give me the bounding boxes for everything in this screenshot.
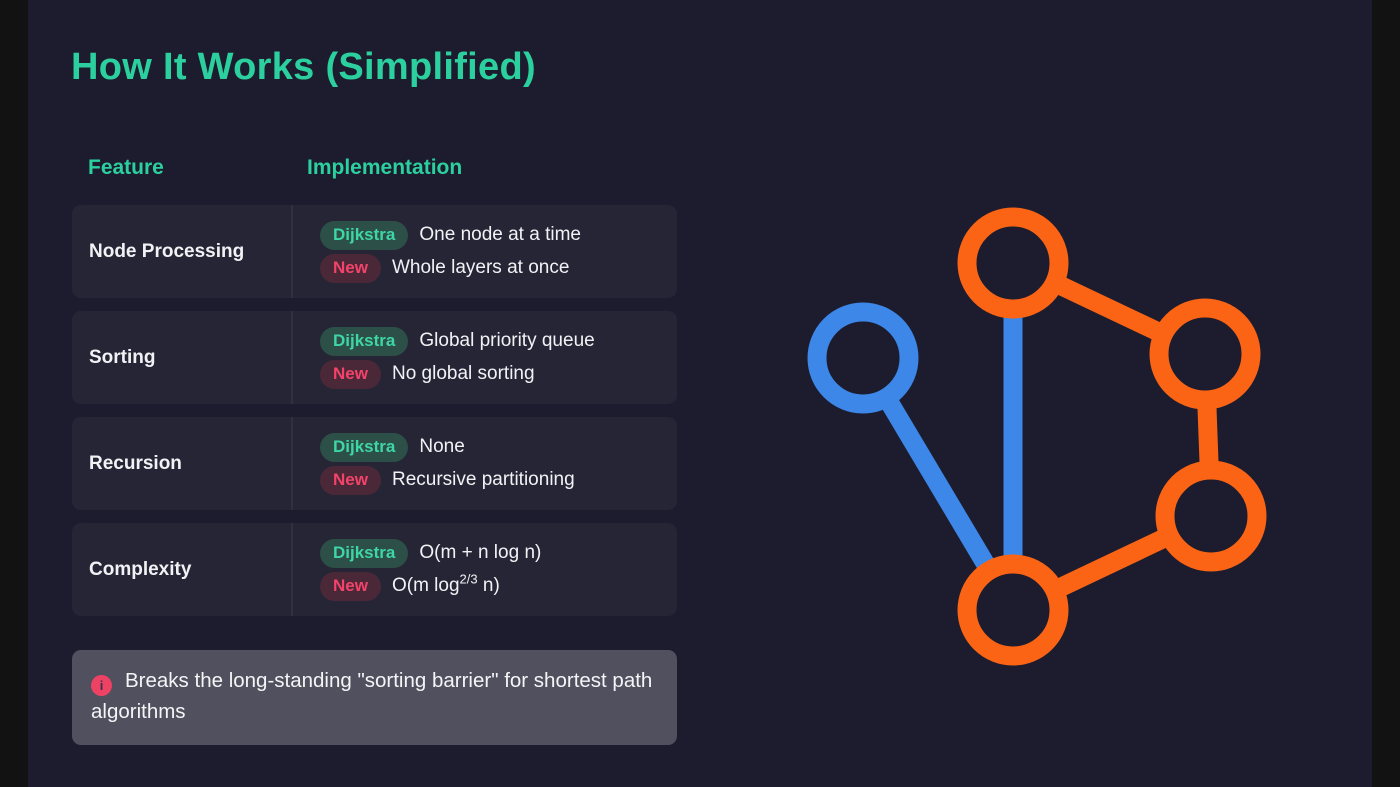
content-area: How It Works (Simplified) Feature Implem… xyxy=(28,0,1372,787)
new-line: New No global sorting xyxy=(320,359,595,389)
new-line: New O(m log2/3 n) xyxy=(320,571,541,601)
letterbox-right xyxy=(1372,0,1400,787)
new-badge: New xyxy=(320,571,381,601)
new-badge: New xyxy=(320,465,381,495)
dijkstra-badge: Dijkstra xyxy=(320,326,409,356)
table-row: Recursion Dijkstra None New Recursive pa… xyxy=(72,417,677,510)
column-header-implementation: Implementation xyxy=(307,156,463,179)
new-value: Recursive partitioning xyxy=(391,469,575,490)
implementation-cell: Dijkstra None New Recursive partitioning xyxy=(291,432,575,495)
dijkstra-value: Global priority queue xyxy=(419,330,595,351)
comparison-table: Node Processing Dijkstra One node at a t… xyxy=(72,205,677,616)
exponent: 2/3 xyxy=(459,571,478,587)
column-header-feature: Feature xyxy=(88,156,164,179)
dijkstra-line: Dijkstra Global priority queue xyxy=(320,326,595,356)
dijkstra-value: One node at a time xyxy=(419,224,581,245)
dijkstra-line: Dijkstra O(m + n log n) xyxy=(320,538,542,568)
new-badge: New xyxy=(320,253,381,283)
dijkstra-line: Dijkstra None xyxy=(320,432,575,462)
feature-label: Recursion xyxy=(89,452,182,474)
feature-label: Node Processing xyxy=(89,240,245,262)
feature-label: Sorting xyxy=(89,346,156,368)
new-badge: New xyxy=(320,359,381,389)
new-value: Whole layers at once xyxy=(391,257,570,278)
dijkstra-badge: Dijkstra xyxy=(320,220,409,250)
page-title: How It Works (Simplified) xyxy=(71,46,536,88)
dijkstra-value: None xyxy=(419,436,465,457)
implementation-cell: Dijkstra O(m + n log n) New O(m log2/3 n… xyxy=(291,538,542,601)
table-row: Sorting Dijkstra Global priority queue N… xyxy=(72,311,677,404)
new-value: No global sorting xyxy=(391,363,535,384)
new-line: New Recursive partitioning xyxy=(320,465,575,495)
implementation-cell: Dijkstra One node at a time New Whole la… xyxy=(291,220,581,283)
new-value: O(m log2/3 n) xyxy=(391,571,500,596)
info-icon: i xyxy=(91,675,112,696)
letterbox-left xyxy=(0,0,28,787)
table-row: Node Processing Dijkstra One node at a t… xyxy=(72,205,677,298)
table-row: Complexity Dijkstra O(m + n log n) New O… xyxy=(72,523,677,616)
dijkstra-badge: Dijkstra xyxy=(320,538,409,568)
dijkstra-badge: Dijkstra xyxy=(320,432,409,462)
dijkstra-line: Dijkstra One node at a time xyxy=(320,220,581,250)
new-line: New Whole layers at once xyxy=(320,253,581,283)
feature-label: Complexity xyxy=(89,558,192,580)
dijkstra-value: O(m + n log n) xyxy=(419,542,542,563)
implementation-cell: Dijkstra Global priority queue New No gl… xyxy=(291,326,595,389)
note-text: Breaks the long-standing "sorting barrie… xyxy=(91,669,653,723)
